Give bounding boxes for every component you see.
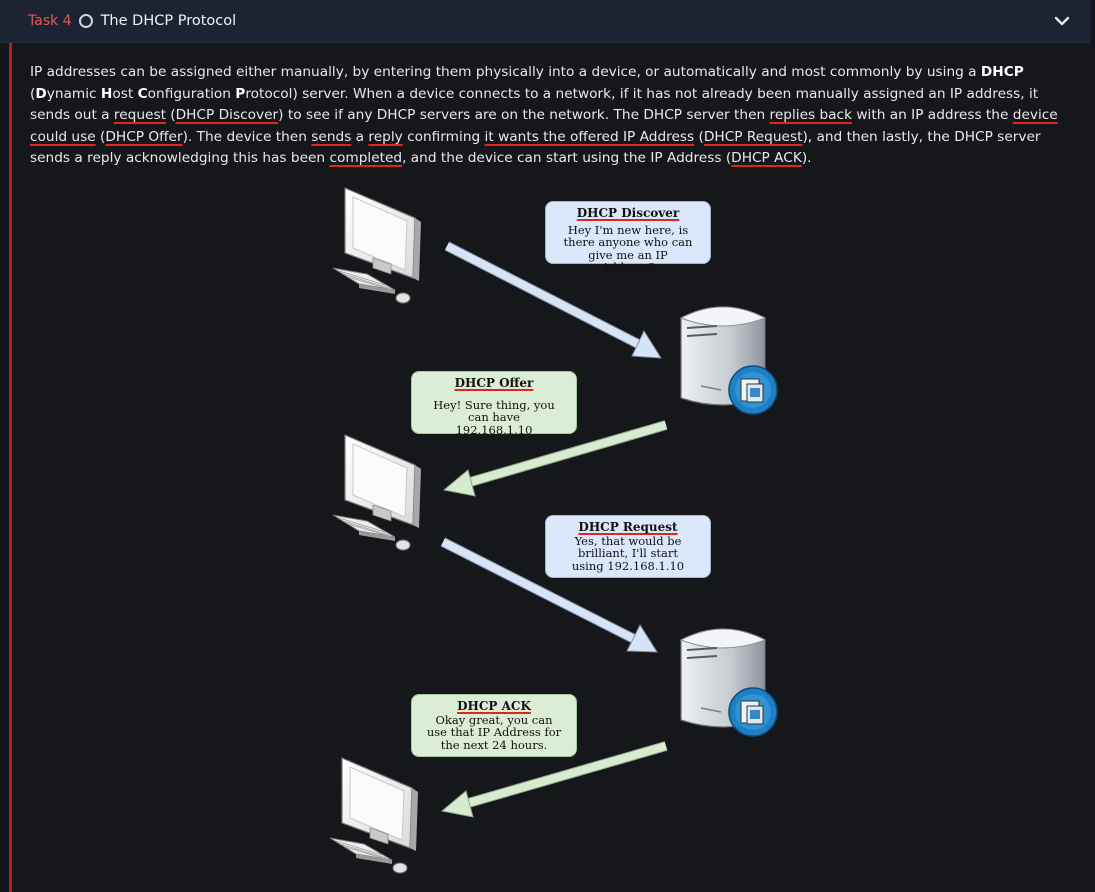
bubble-dhcp-discover: DHCP Discover Hey I'm new here, is there…: [545, 201, 711, 273]
bubble-dhcp-ack: DHCP ACK Okay great, you can use that IP…: [411, 694, 577, 757]
bubble-dhcp-offer: DHCP Offer Hey! Sure thing, you can have…: [411, 371, 577, 437]
server-icon: [680, 628, 778, 737]
bubble-title: DHCP Offer: [454, 376, 534, 390]
chevron-down-icon[interactable]: [1053, 12, 1071, 30]
arrow-discover: [444, 241, 662, 359]
bubble-text: Hey! Sure thing, you can have 192.168.1.…: [433, 397, 555, 437]
server-icon: [680, 306, 778, 415]
status-circle-icon: [78, 14, 93, 28]
bubble-text: Hey I'm new here, is there anyone who ca…: [563, 222, 693, 274]
task-title: The DHCP Protocol: [100, 13, 237, 29]
task-label: Task 4: [28, 13, 72, 29]
bubble-text: Yes, that would be brilliant, I'll start…: [571, 533, 685, 573]
computer-icon: [332, 187, 422, 304]
computer-icon: [332, 434, 422, 551]
bubble-text: Okay great, you can use that IP Address …: [426, 712, 562, 752]
arrow-ack: [440, 741, 668, 818]
task-description: IP addresses can be assigned either manu…: [30, 64, 1058, 167]
bubble-title: DHCP Discover: [576, 206, 680, 220]
computer-icon: [329, 757, 419, 874]
task-header[interactable]: Task 4 The DHCP Protocol: [0, 0, 1091, 43]
arrow-offer: [442, 420, 668, 497]
bubble-title: DHCP ACK: [457, 699, 531, 713]
arrow-request: [440, 537, 658, 653]
bubble-title: DHCP Request: [578, 520, 678, 534]
bubble-dhcp-request: DHCP Request Yes, that would be brillian…: [545, 515, 711, 578]
